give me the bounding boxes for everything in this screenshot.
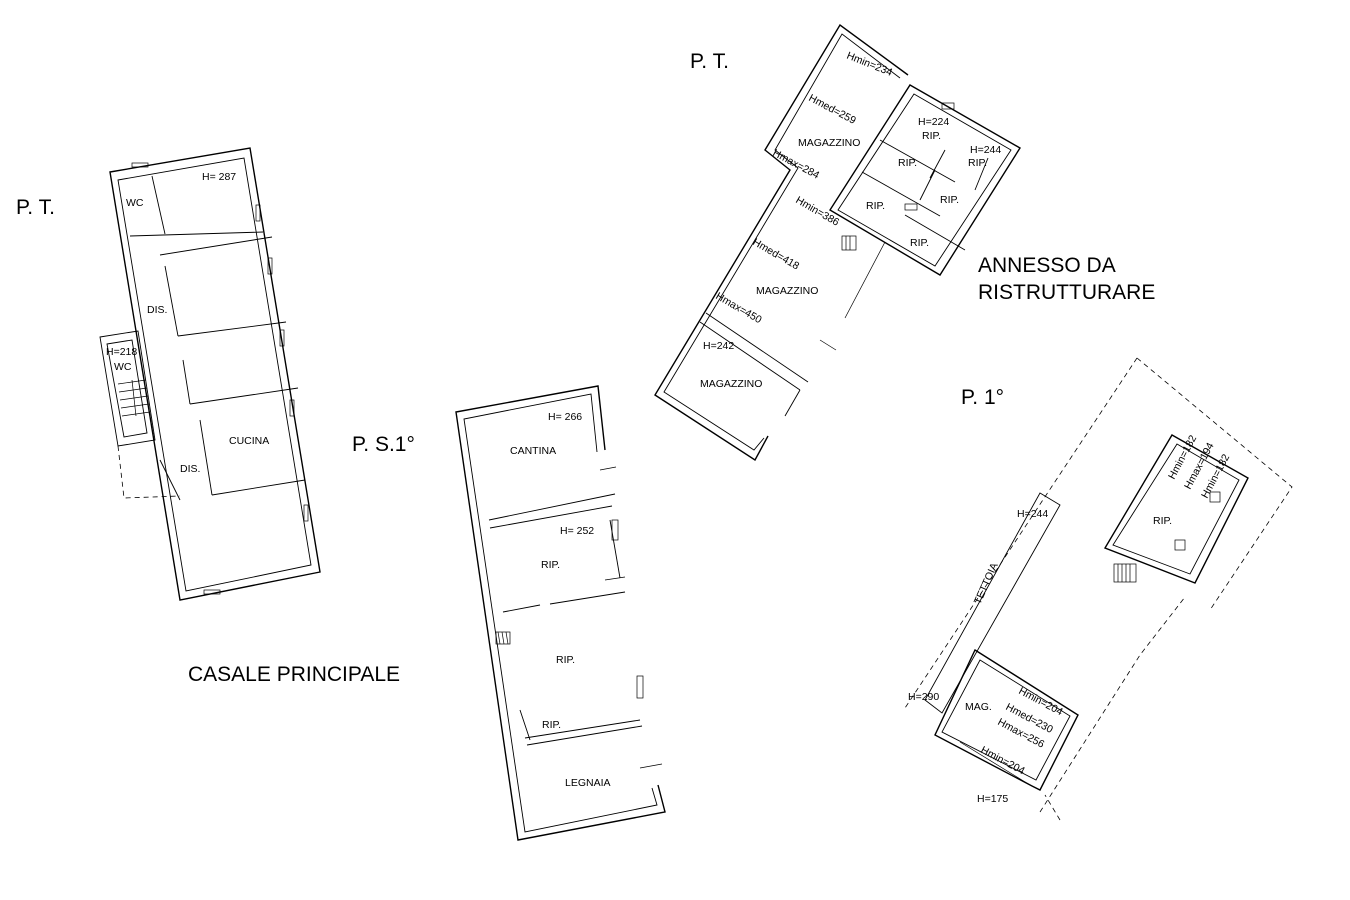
room-label-rip-b: RIP.	[968, 157, 987, 169]
room-label-wc-lower: WC	[114, 361, 132, 373]
height-label-h266: H= 266	[548, 411, 582, 423]
room-label-rip-1: RIP.	[541, 559, 560, 571]
room-label-cucina: CUCINA	[229, 435, 269, 447]
room-label-rip: RIP.	[1153, 515, 1172, 527]
room-label-rip-2: RIP.	[556, 654, 575, 666]
room-label-magazzino-3: MAGAZZINO	[700, 378, 762, 390]
title-casale-principale: CASALE PRINCIPALE	[188, 663, 400, 686]
title-annesso-line2: RISTRUTTURARE	[978, 281, 1155, 304]
title-annesso-line1: ANNESSO DA	[978, 254, 1116, 277]
room-label-dis-lower: DIS.	[180, 463, 200, 475]
height-label-hmin234: Hmin=234	[845, 50, 894, 79]
floor-label-casale-ps1: P. S.1°	[352, 433, 415, 456]
height-label-h244: H=244	[1017, 508, 1048, 520]
height-label-h218: H=218	[106, 346, 137, 358]
room-label-rip-d: RIP.	[940, 194, 959, 206]
floor-label-annesso-pt: P. T.	[690, 50, 729, 73]
height-label-hmin204-b: Hmin=204	[979, 744, 1027, 777]
plan-casale-basement: H= 266 CANTINA H= 252 RIP. RIP. RIP. LEG…	[455, 385, 666, 841]
room-label-magazzino-2: MAGAZZINO	[756, 285, 818, 297]
height-label-hmin386: Hmin=386	[794, 194, 842, 229]
height-label-hmed259: Hmed=259	[807, 92, 858, 127]
room-label-dis-upper: DIS.	[147, 304, 167, 316]
room-label-legnaia: LEGNAIA	[565, 777, 611, 789]
floor-label-casale-pt: P. T.	[16, 196, 55, 219]
height-label-hmax284: Hmax=284	[771, 147, 822, 182]
height-label-h242: H=242	[703, 340, 734, 352]
height-label-h224: H=224	[918, 116, 949, 128]
room-label-rip-f: RIP.	[910, 237, 929, 249]
room-label-cantina: CANTINA	[510, 445, 556, 457]
plan-casale-ground-floor: WC H= 287 DIS. H=218 WC CUCINA DIS.	[99, 147, 321, 601]
height-label-h290: H=290	[908, 691, 939, 703]
height-label-hmed418: Hmed=418	[751, 236, 802, 272]
room-label-wc-top: WC	[126, 197, 144, 209]
plan-annesso-first-floor: H=244 TETTOIA H=290 MAG. Hmin=204 Hmed=2…	[904, 357, 1293, 821]
height-label-h244: H=244	[970, 144, 1001, 156]
room-label-rip-3: RIP.	[542, 719, 561, 731]
room-label-tettoia: TETTOIA	[972, 561, 1001, 606]
height-label-h287: H= 287	[202, 171, 236, 183]
room-label-magazzino-1: MAGAZZINO	[798, 137, 860, 149]
height-label-h252: H= 252	[560, 525, 594, 537]
room-label-mag: MAG.	[965, 701, 992, 713]
room-label-rip-a: RIP.	[922, 130, 941, 142]
room-label-rip-e: RIP.	[866, 200, 885, 212]
floor-label-annesso-p1: P. 1°	[961, 386, 1004, 409]
plan-annesso-ground-floor: Hmin=234 Hmed=259 MAGAZZINO Hmax=284 Hmi…	[654, 23, 1021, 462]
height-label-h175: H=175	[977, 793, 1008, 805]
room-label-rip-c: RIP.	[898, 157, 917, 169]
